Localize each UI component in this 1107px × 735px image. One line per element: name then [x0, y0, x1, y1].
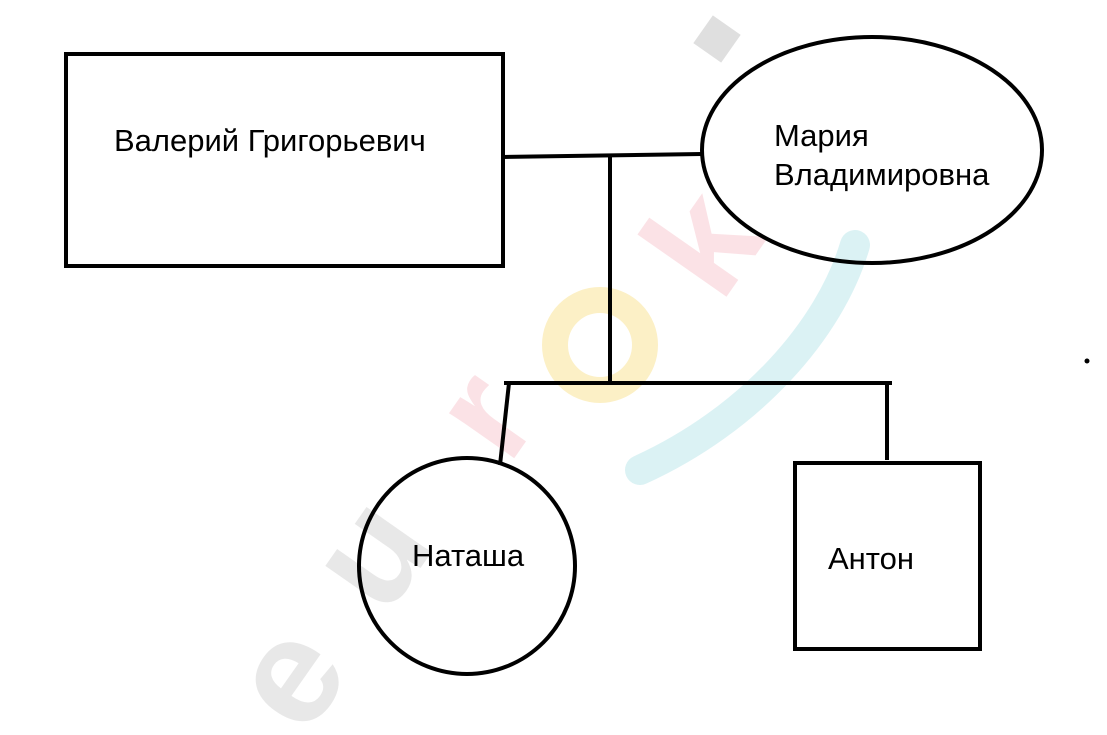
daughter-label: Наташа [412, 538, 525, 573]
father-rectangle [64, 52, 505, 268]
watermark-letter-o [542, 287, 658, 403]
node-mother: Мария Владимировна [700, 35, 1044, 265]
watermark-letter-e: e [193, 593, 378, 735]
son-square [793, 461, 982, 651]
father-label: Валерий Григорьевич [114, 123, 426, 158]
son-label: Антон [828, 541, 914, 576]
node-father: Валерий Григорьевич [64, 52, 505, 268]
watermark-swoosh [625, 230, 870, 485]
node-son: Антон [793, 461, 982, 651]
mother-label: Мария Владимировна [774, 118, 990, 192]
mother-ellipse [700, 35, 1044, 265]
mother-label-line2: Владимировна [774, 157, 990, 192]
watermark-letter-i-dot [693, 15, 741, 63]
marriage-line [502, 152, 703, 159]
node-daughter: Наташа [357, 456, 577, 676]
daughter-link-line [498, 382, 511, 466]
daughter-circle [357, 456, 577, 676]
mother-label-line1: Мария [774, 118, 869, 153]
stray-dot [1084, 358, 1090, 364]
watermark-letter-r: r [397, 341, 568, 485]
connectors [498, 152, 892, 466]
